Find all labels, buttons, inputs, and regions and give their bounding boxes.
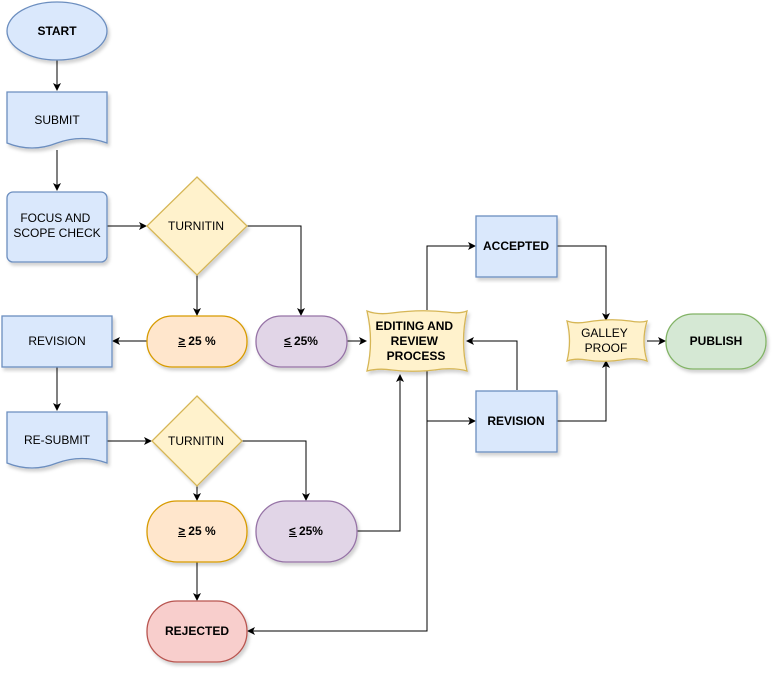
galley-proof-shape: [566, 319, 648, 363]
rejected-shape: [146, 600, 248, 663]
edge-editing-rejected: [247, 368, 428, 635]
below-25-1-shape: [255, 315, 348, 368]
submit-shape: [6, 91, 108, 149]
node-publish[interactable]: PUBLISH: [665, 313, 767, 370]
turnitin-1-label: TURNITIN: [168, 219, 224, 233]
edge-editing-accepted: [426, 242, 476, 310]
node-turnitin-2[interactable]: TURNITIN: [151, 395, 243, 487]
revision-2-shape: [475, 390, 558, 453]
below-25-1-label: ≤ 25%: [284, 334, 318, 348]
turnitin-2-shape: [151, 395, 243, 487]
focus-scope-shape: [6, 191, 108, 263]
galley-proof-label: GALLEY PROOF: [581, 326, 631, 355]
edge-revision2-galley: [557, 360, 610, 422]
node-galley-proof[interactable]: GALLEY PROOF: [566, 319, 648, 363]
node-accepted[interactable]: ACCEPTED: [475, 215, 558, 278]
node-editing-review[interactable]: EDITING AND REVIEW PROCESS: [366, 309, 468, 372]
publish-label: PUBLISH: [690, 334, 743, 348]
node-above-25-1[interactable]: ≥ 25 %: [146, 315, 248, 368]
publish-shape: [665, 313, 767, 370]
resubmit-label: RE-SUBMIT: [24, 433, 91, 447]
edge-accepted-galley: [557, 245, 610, 321]
node-rejected[interactable]: REJECTED: [146, 600, 248, 663]
node-resubmit[interactable]: RE-SUBMIT: [6, 411, 108, 469]
focus-scope-label: FOCUS AND SCOPE CHECK: [13, 211, 100, 240]
edge-turnitin1-low1: [247, 225, 305, 316]
resubmit-shape: [6, 411, 108, 469]
revision-1-label: REVISION: [28, 334, 85, 348]
turnitin-2-label: TURNITIN: [168, 434, 224, 448]
below-25-2-shape: [255, 500, 358, 563]
node-below-25-2[interactable]: ≤ 25%: [255, 500, 358, 563]
editing-review-shape: [366, 309, 468, 372]
node-focus-scope-check[interactable]: FOCUS AND SCOPE CHECK: [6, 191, 108, 263]
above-25-2-label: ≥ 25 %: [178, 524, 216, 538]
node-revision-1[interactable]: REVISION: [1, 315, 113, 368]
start-label: START: [37, 24, 77, 38]
editing-review-label: EDITING AND REVIEW PROCESS: [376, 319, 457, 363]
accepted-label: ACCEPTED: [483, 239, 549, 253]
turnitin-1-shape: [146, 176, 248, 276]
above-25-1-shape: [146, 315, 248, 368]
start-shape: [6, 1, 108, 61]
node-below-25-1[interactable]: ≤ 25%: [255, 315, 348, 368]
edge-turnitin2-low2: [242, 440, 310, 501]
edge-revision2-editing: [466, 337, 518, 390]
edges: [53, 60, 666, 635]
submit-label: SUBMIT: [34, 113, 80, 127]
node-turnitin-1[interactable]: TURNITIN: [146, 176, 248, 276]
node-submit[interactable]: SUBMIT: [6, 91, 108, 149]
edge-low2-editing: [357, 374, 404, 532]
accepted-shape: [475, 215, 558, 278]
revision-2-label: REVISION: [487, 414, 544, 428]
rejected-label: REJECTED: [165, 624, 229, 638]
above-25-1-label: ≥ 25 %: [178, 334, 216, 348]
above-25-2-shape: [146, 500, 248, 563]
node-start[interactable]: START: [6, 1, 108, 61]
revision-1-shape: [1, 315, 113, 368]
node-above-25-2[interactable]: ≥ 25 %: [146, 500, 248, 563]
below-25-2-label: ≤ 25%: [289, 524, 323, 538]
node-revision-2[interactable]: REVISION: [475, 390, 558, 453]
